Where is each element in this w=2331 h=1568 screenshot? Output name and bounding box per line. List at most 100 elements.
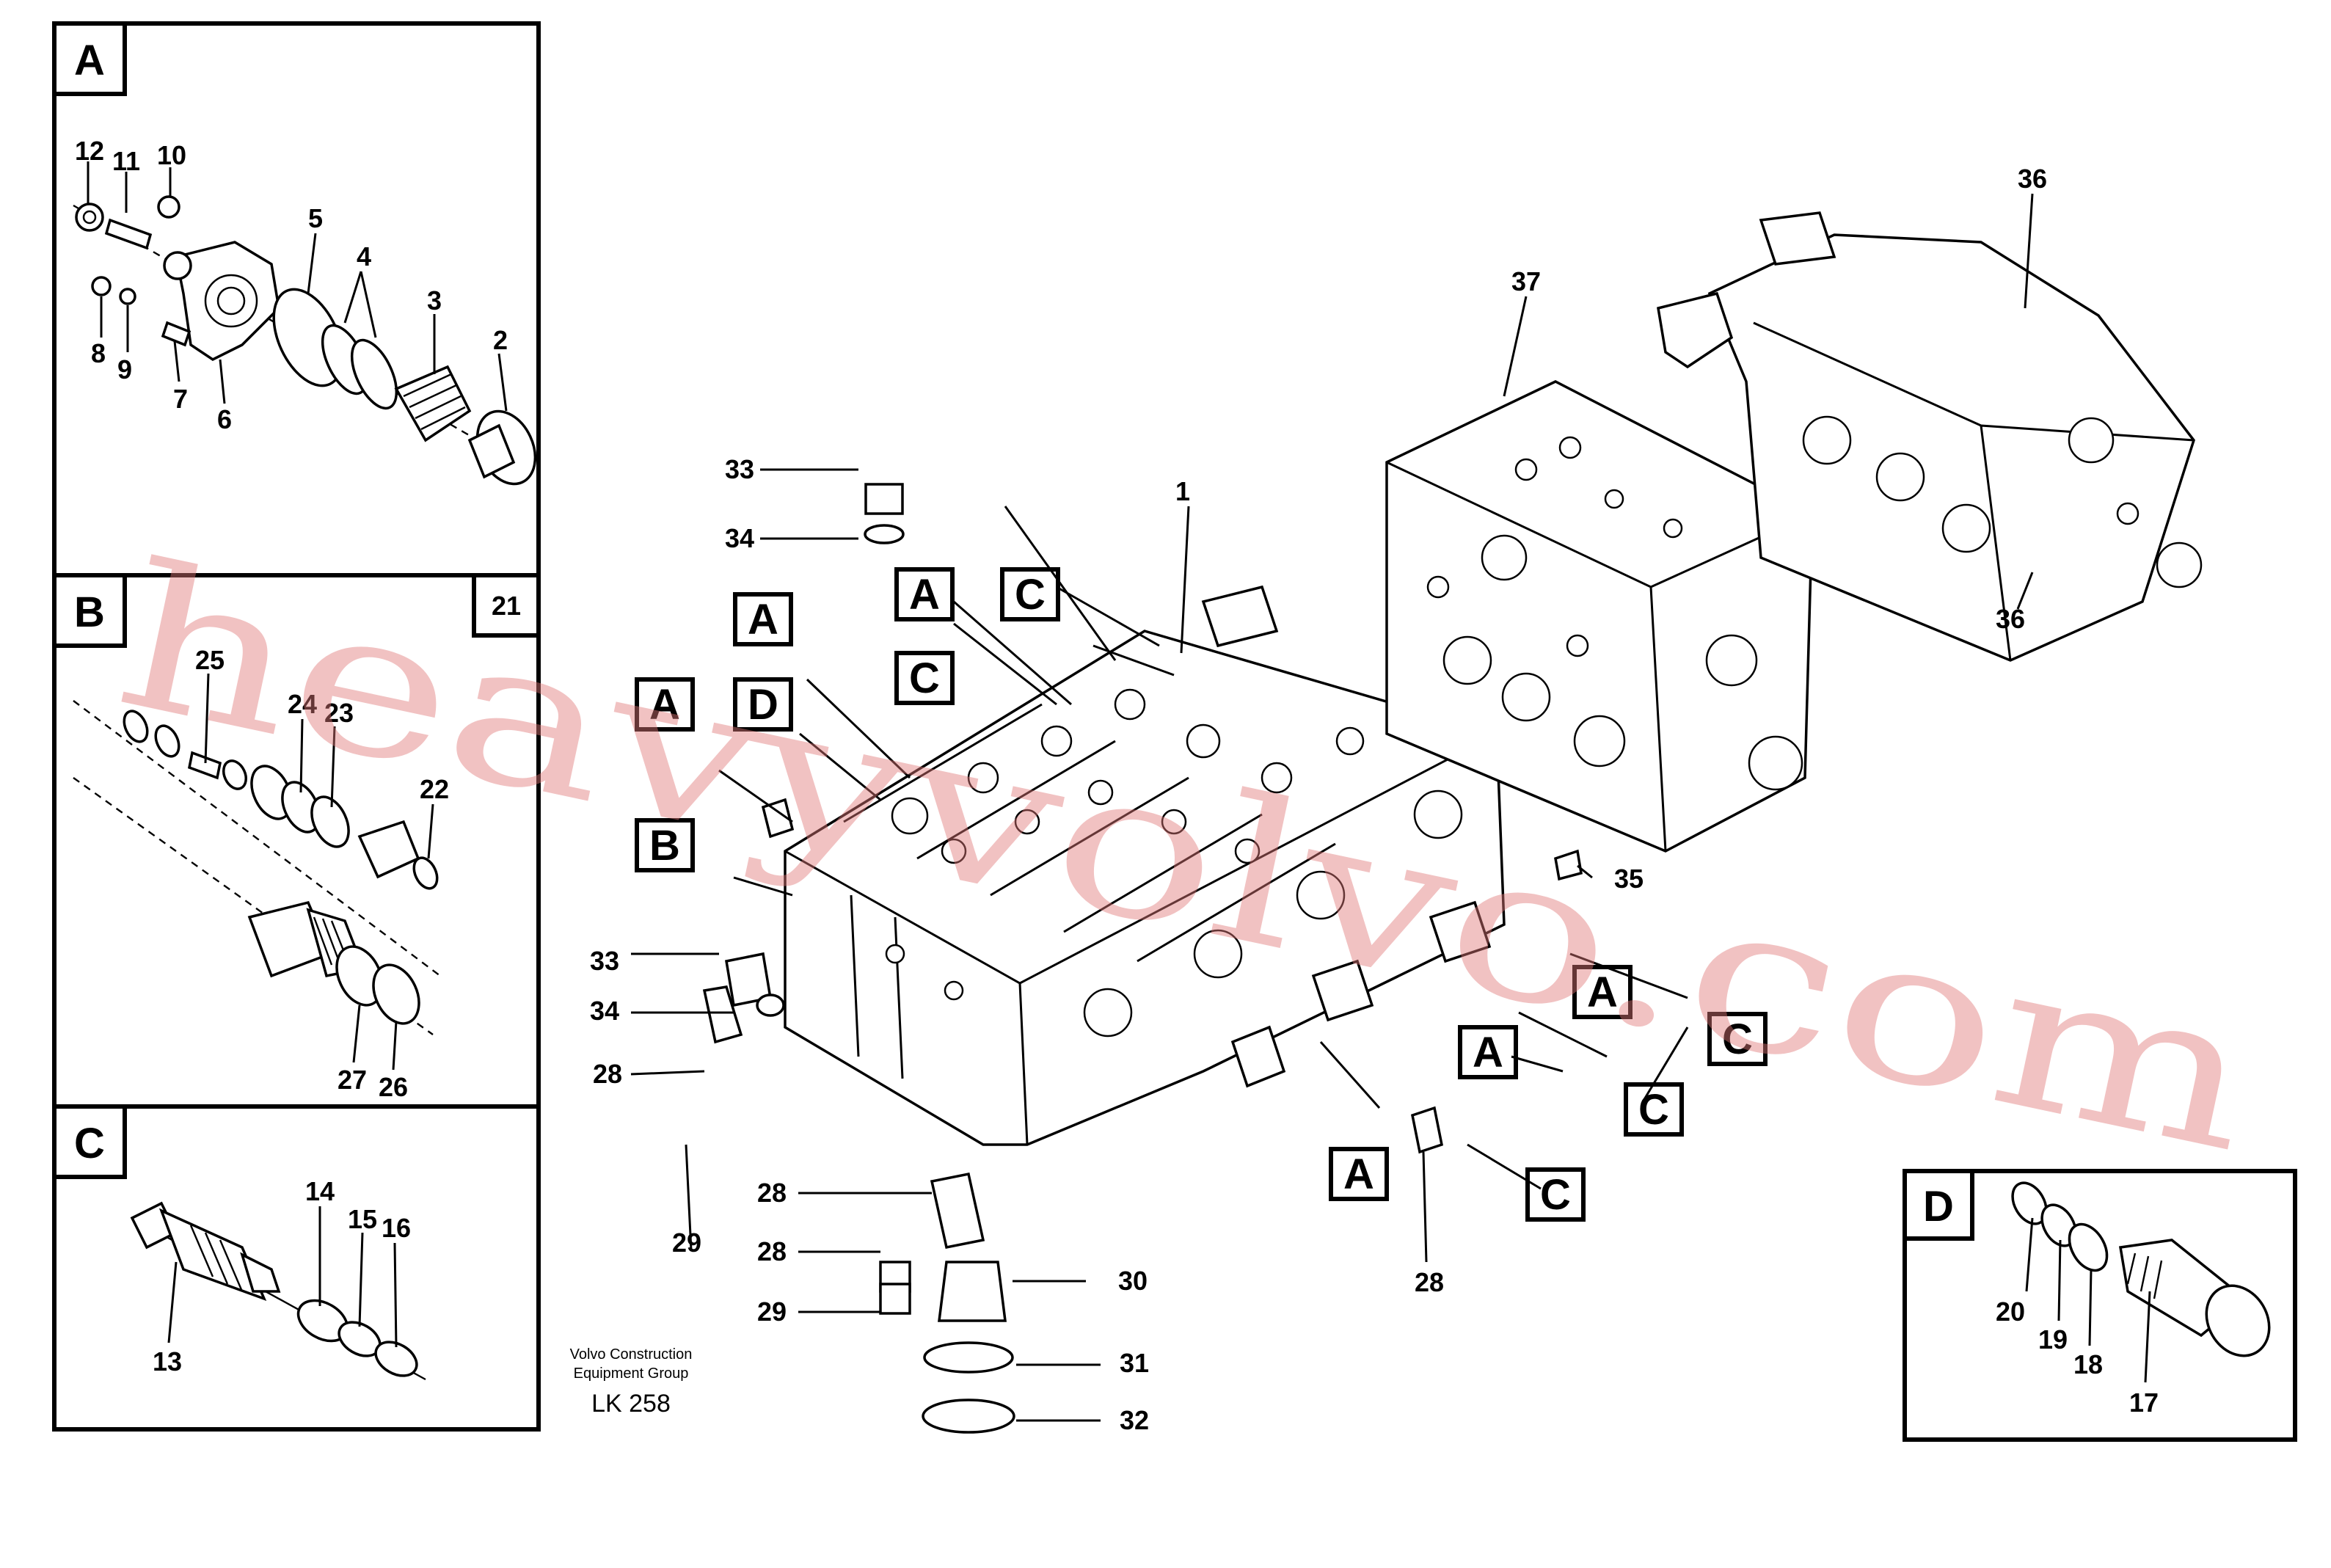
inset-a-key-box (52, 21, 127, 96)
callout-c5-box (1525, 1167, 1586, 1222)
relief-valve-cover-exploded (73, 195, 537, 486)
callout-c1: C (1015, 571, 1046, 619)
callout-c4: C (1638, 1086, 1669, 1134)
credit-block: Volvo Construction Equipment Group LK 25… (570, 1346, 693, 1418)
callout-a4-box (1572, 965, 1633, 1019)
callout-c3: C (1722, 1015, 1753, 1063)
label-6: 6 (217, 404, 232, 434)
label-37: 37 (1511, 266, 1541, 296)
label-3: 3 (427, 285, 442, 316)
label-14: 14 (305, 1176, 335, 1206)
inset-b-key-box (52, 573, 127, 648)
callout-a4: A (1587, 969, 1618, 1016)
main-labels: 1 37 36 36 35 33 34 33 34 28 29 28 28 29… (590, 164, 2047, 1435)
label-7: 7 (173, 384, 188, 414)
callout-a1-box (894, 567, 955, 621)
label-27: 27 (338, 1065, 367, 1095)
callout-b1-box (635, 818, 695, 872)
label-30: 30 (1118, 1266, 1148, 1296)
callout-c2: C (909, 654, 940, 702)
label-25: 25 (195, 645, 225, 675)
label-35: 35 (1614, 864, 1644, 894)
inset-c: C 13 14 15 16 (52, 1104, 541, 1432)
inset-a-key: A (74, 37, 105, 84)
label-23: 23 (324, 698, 354, 728)
label-20: 20 (1996, 1297, 2025, 1327)
label-12: 12 (75, 136, 104, 166)
leader-lines (630, 193, 2034, 1422)
label-33-side: 33 (590, 946, 619, 976)
label-29-low: 29 (757, 1297, 787, 1327)
label-28-mid: 28 (757, 1178, 787, 1208)
label-8: 8 (91, 338, 106, 368)
callout-a6: A (1343, 1151, 1374, 1198)
label-24: 24 (288, 689, 317, 719)
label-34-side: 34 (590, 996, 619, 1026)
callout-a5: A (1473, 1029, 1503, 1076)
label-34-top: 34 (725, 523, 754, 553)
callout-a3-box (635, 677, 695, 732)
credit-line-2: Equipment Group (574, 1365, 689, 1382)
label-33-top: 33 (725, 454, 754, 484)
label-17: 17 (2129, 1388, 2159, 1418)
label-29-left: 29 (672, 1228, 701, 1258)
label-22: 22 (420, 774, 449, 804)
callout-c2-box (894, 651, 955, 705)
callout-a5-box (1458, 1025, 1518, 1079)
main-valve-block (784, 585, 1506, 1146)
callout-a6-box (1329, 1147, 1389, 1201)
callout-c3-box (1707, 1012, 1768, 1066)
label-16: 16 (382, 1213, 411, 1243)
callout-a2: A (748, 596, 778, 643)
callout-d1-box (733, 677, 793, 732)
manifold-block-37 (1385, 380, 1814, 853)
label-19: 19 (2038, 1324, 2068, 1354)
label-21: 21 (492, 591, 521, 621)
callout-a2-box (733, 592, 793, 646)
callout-c5: C (1540, 1171, 1571, 1219)
callout-a3: A (649, 681, 680, 729)
label-18: 18 (2073, 1349, 2103, 1379)
label-10: 10 (157, 140, 186, 170)
callout-c4-box (1624, 1082, 1684, 1137)
label-28-low: 28 (757, 1236, 787, 1266)
inset-b-key: B (74, 588, 105, 636)
callout-a1: A (909, 571, 940, 619)
label-1: 1 (1175, 476, 1190, 506)
check-valve-exploded (2011, 1181, 2271, 1357)
label-2: 2 (493, 325, 508, 355)
inset-a: A 12 11 (52, 21, 541, 577)
inset-c-key-box (52, 1104, 127, 1179)
inset-b: B 21 25 24 23 22 2 (52, 573, 541, 1109)
label-31: 31 (1120, 1348, 1149, 1378)
label-32: 32 (1120, 1405, 1149, 1435)
label-9: 9 (117, 354, 132, 384)
callout-boxes: A C A C A D B A C A C A C (635, 567, 1768, 1222)
inset-d-frame (1903, 1169, 2297, 1442)
inset-d-key: D (1923, 1183, 1954, 1230)
label-28-right: 28 (1415, 1267, 1444, 1297)
label-28-left: 28 (593, 1059, 622, 1089)
label-15: 15 (348, 1204, 377, 1234)
inset-d: D 20 19 18 17 (1903, 1169, 2297, 1442)
inset-d-key-box (1903, 1169, 1974, 1241)
label-4: 4 (357, 241, 371, 271)
drawing-code: LK 258 (591, 1390, 671, 1418)
label-36-top: 36 (2018, 164, 2047, 194)
main-valve-ports (702, 483, 1583, 1434)
relief-cartridge-exploded (73, 700, 441, 1035)
label-36-bottom: 36 (1996, 604, 2025, 634)
label-5: 5 (308, 203, 323, 233)
valve-cartridge-exploded (130, 1201, 426, 1381)
callout-c1-box (1000, 567, 1060, 621)
callout-b1: B (649, 822, 680, 869)
label-13: 13 (153, 1346, 182, 1376)
valve-assembly-36 (1657, 211, 2203, 662)
callout-d1: D (748, 681, 778, 729)
inset-c-frame (52, 1104, 541, 1432)
label-11: 11 (112, 146, 140, 176)
inset-b-ref-box (472, 573, 541, 638)
label-26: 26 (379, 1072, 408, 1102)
